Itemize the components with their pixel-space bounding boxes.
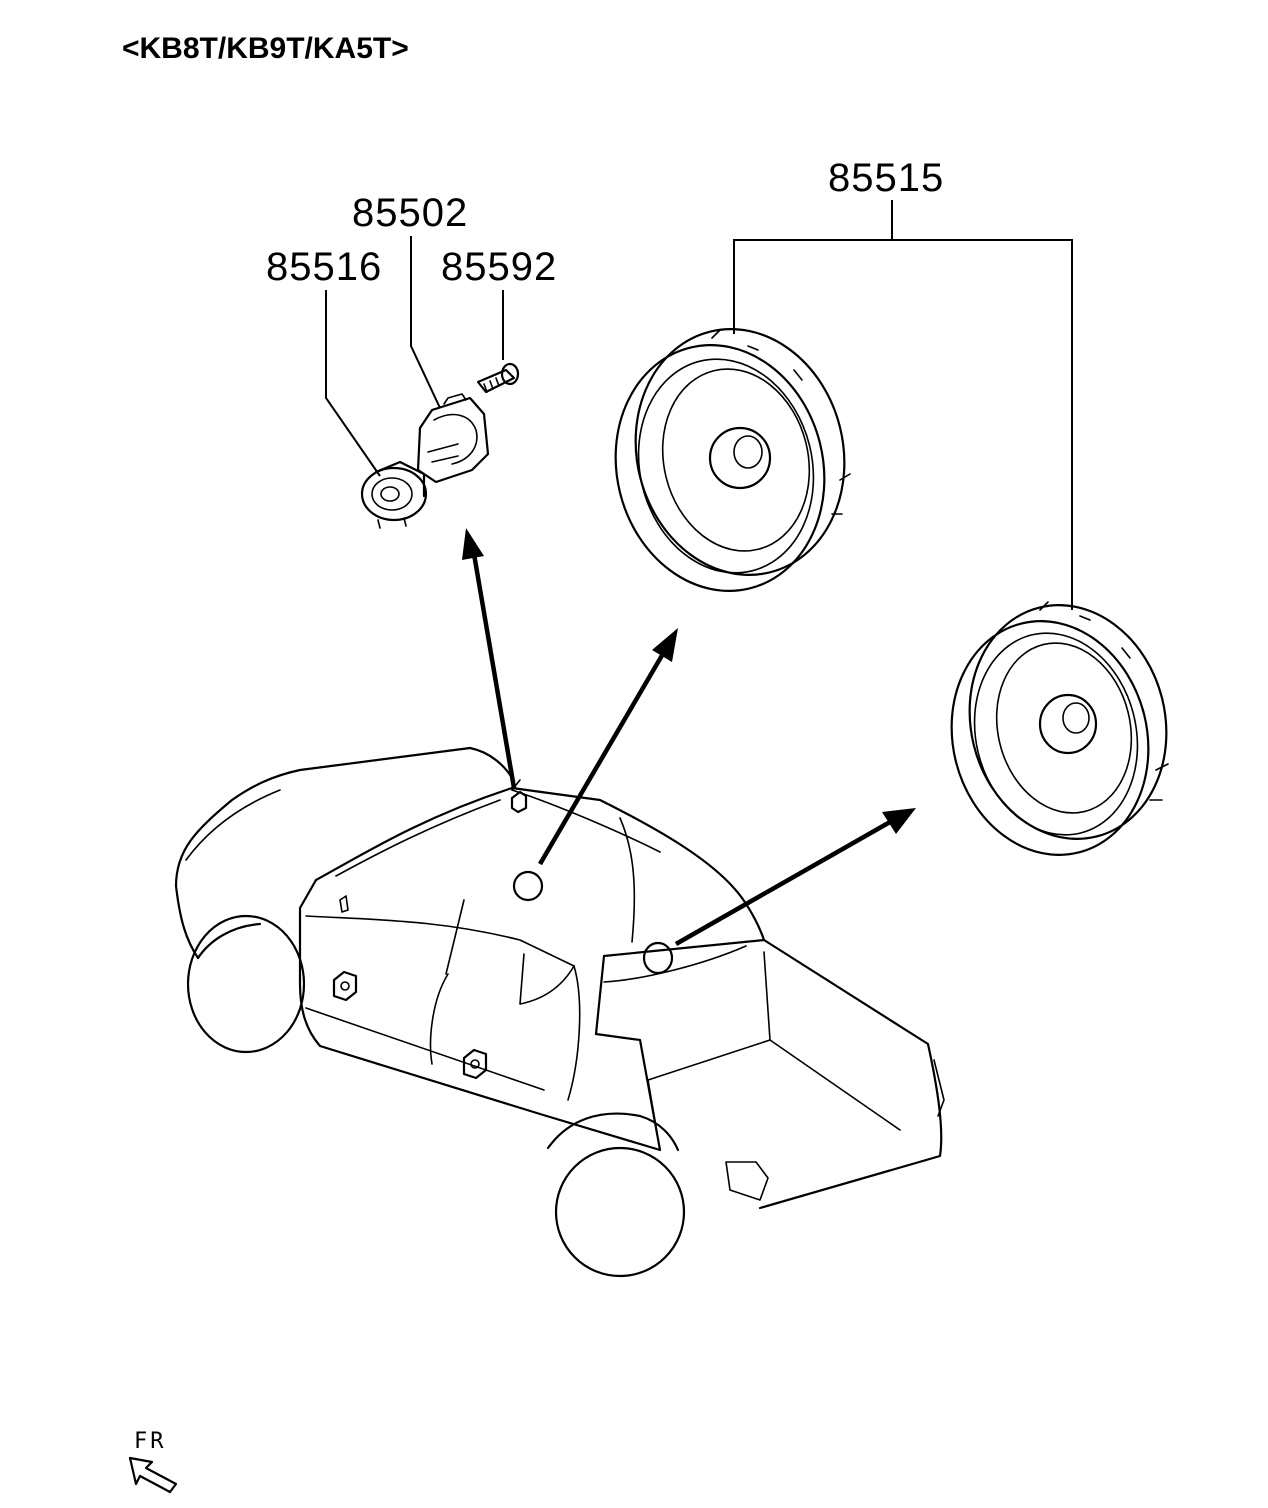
speaker-85515-upper[interactable] [590,307,870,613]
location-marker-rear-speaker [642,941,674,975]
arrow-to-lower-speaker [674,808,916,946]
location-marker-tweeter [510,790,528,814]
part-label-85515[interactable]: 85515 [828,156,944,200]
location-marker-front-speaker [512,870,544,902]
leader-85502 [410,236,441,409]
model-codes-title: <KB8T/KB9T/KA5T> [122,32,409,65]
front-arrow-icon [128,1456,178,1494]
arrow-to-upper-speaker [538,628,678,866]
part-label-85592[interactable]: 85592 [441,245,557,289]
mount-nut-front-door [332,970,358,1002]
vehicle-outline [174,746,945,1278]
tweeter-socket-85516[interactable] [360,460,428,529]
leader-85516 [325,290,381,477]
part-label-85516[interactable]: 85516 [266,245,382,289]
screw-85592[interactable] [476,362,520,394]
front-orientation-label: FR [134,1429,167,1454]
mount-nut-rear-door [462,1048,488,1080]
leader-85515 [733,239,1073,610]
speaker-85515-lower[interactable] [927,584,1190,876]
arrow-to-tweeter [462,528,517,789]
bracket-85502[interactable] [416,393,490,484]
part-label-85502[interactable]: 85502 [352,191,468,235]
